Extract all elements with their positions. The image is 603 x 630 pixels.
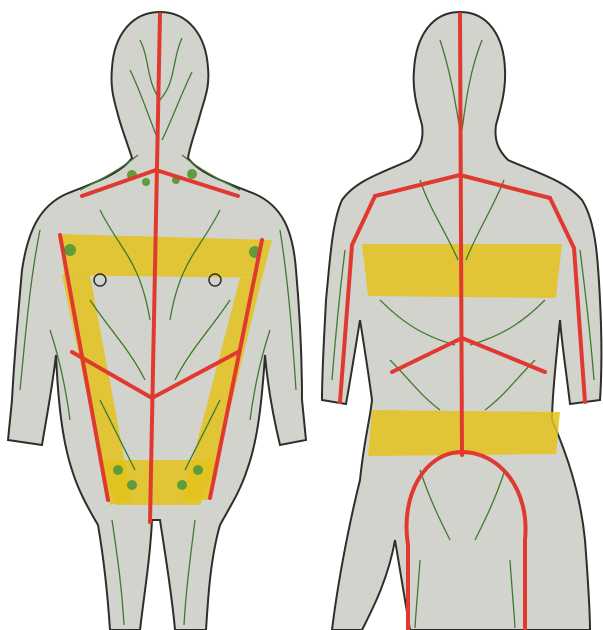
neck-lymph-node [142, 178, 150, 186]
neck-lymph-node [187, 169, 197, 179]
inguinal-lymph-node [177, 480, 187, 490]
inguinal-lymph-node [113, 465, 123, 475]
back-lower-band-zone [368, 410, 560, 456]
front-upper-chest-zone [60, 234, 272, 278]
axillary-lymph-node [64, 244, 76, 256]
inguinal-lymph-node [193, 465, 203, 475]
inguinal-lymph-node [127, 480, 137, 490]
back-midline [460, 14, 462, 455]
